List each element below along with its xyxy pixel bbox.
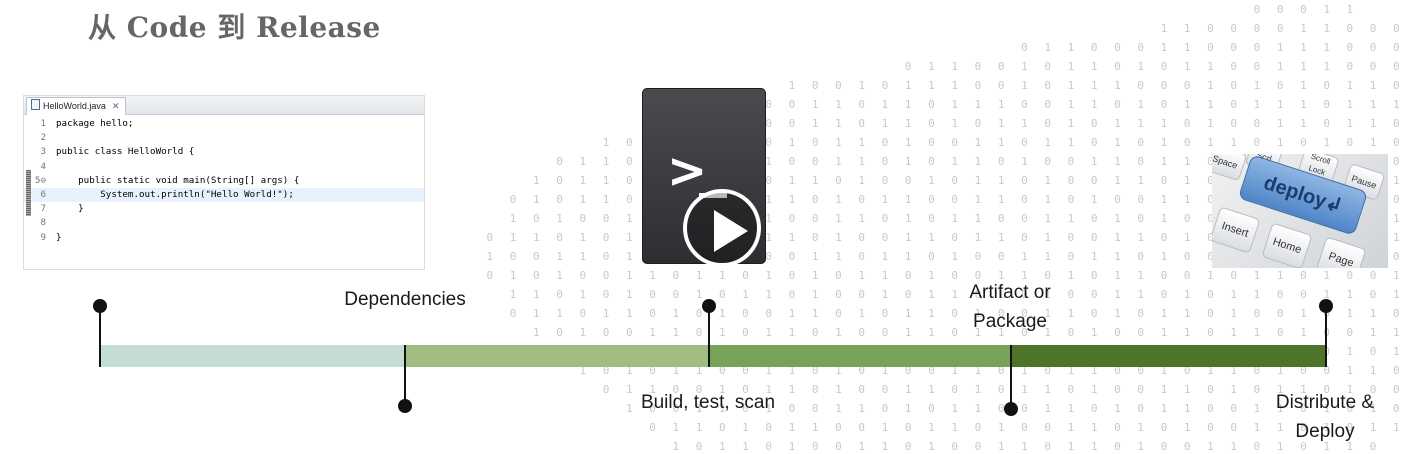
timeline-milestone-build: [702, 299, 716, 313]
deploy-keyboard-image: Space Scrl Scroll Lock Pause deploy↲ Ins…: [1212, 154, 1388, 268]
code-text: }: [56, 203, 84, 215]
line-number: 7: [40, 203, 46, 215]
code-editor-screenshot: HelloWorld.java ✕ 1 package hello; 2 3 publ…: [23, 95, 425, 270]
code-line: 2: [24, 131, 424, 145]
timeline-milestone-deploy: [1319, 299, 1333, 313]
line-number: 3: [40, 146, 46, 158]
editor-tab[interactable]: HelloWorld.java ✕: [26, 97, 127, 115]
timeline-milestone-code: [93, 299, 107, 313]
code-line: 7 }: [24, 202, 424, 216]
code-line: 3 public class HelloWorld {: [24, 145, 424, 159]
code-text: System.out.println("Hello World!");: [56, 188, 294, 200]
code-line: 8: [24, 216, 424, 230]
line-number: 5⊖: [34, 174, 46, 186]
label-distribute-line2: Deploy: [1295, 421, 1355, 442]
code-line-highlighted: 6 System.out.println("Hello World!");: [24, 187, 424, 203]
close-icon[interactable]: ✕: [111, 101, 120, 111]
label-dependencies: Dependencies: [344, 289, 466, 310]
line-number: 4: [40, 160, 46, 172]
code-text: }: [56, 231, 62, 243]
label-distribute: Distribute & Deploy: [1256, 388, 1394, 446]
timeline-milestone-artifact: [1004, 402, 1018, 416]
editor-gutter-marker: [26, 170, 31, 216]
code-line: 9}: [24, 231, 424, 245]
code-line: 5⊖ public static void main(String[] args…: [24, 174, 424, 188]
page-title: 从 Code 到 Release: [88, 11, 381, 44]
timeline-segment-build: [405, 345, 709, 367]
label-build: Build, test, scan: [640, 392, 776, 413]
timeline-milestone-dependencies: [398, 399, 412, 413]
timeline-segment-dependencies: [100, 345, 405, 367]
code-line: 4: [24, 160, 424, 174]
code-text: public static void main(String[] args) {: [56, 174, 300, 186]
play-button[interactable]: [683, 189, 761, 267]
line-number: 6: [40, 188, 46, 200]
code-line: 1 package hello;: [24, 117, 424, 131]
line-number: 2: [40, 132, 46, 144]
terminal-prompt: >: [667, 143, 708, 199]
timeline-segment-artifact: [709, 345, 1011, 367]
timeline-segment-deploy: [1011, 345, 1326, 367]
label-artifact: Artifact or Package: [940, 278, 1080, 336]
label-artifact-line2: Package: [973, 311, 1047, 332]
code-text: public class HelloWorld {: [56, 146, 195, 158]
code-text: package hello;: [56, 118, 134, 129]
editor-tab-label: HelloWorld.java: [43, 101, 106, 111]
label-distribute-line1: Distribute &: [1275, 392, 1375, 413]
code-area: 1 package hello; 2 3 public class HelloWor…: [24, 115, 424, 245]
java-file-icon: [31, 99, 40, 110]
line-number: 1: [40, 118, 46, 129]
label-artifact-line1: Artifact or: [969, 282, 1051, 303]
line-number: 8: [40, 217, 46, 229]
line-number: 9: [40, 231, 46, 243]
editor-tab-bar: HelloWorld.java ✕: [24, 96, 424, 115]
